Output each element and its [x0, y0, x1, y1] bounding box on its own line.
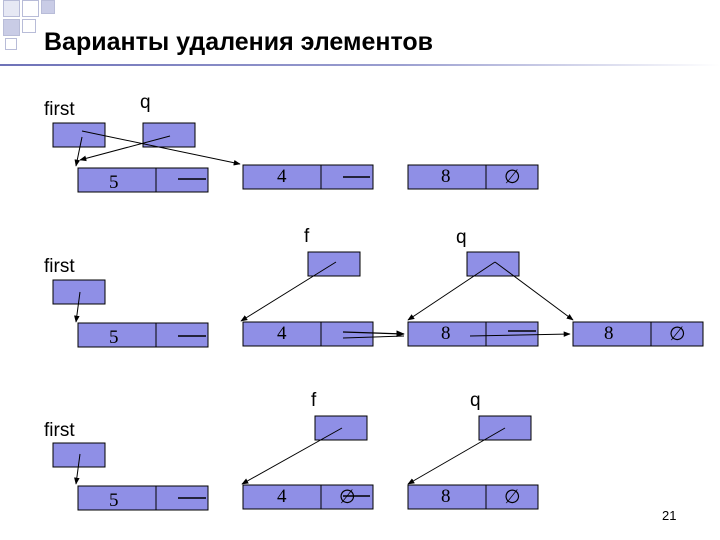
d2-node-8b	[572, 321, 704, 347]
d2-link-8a-8b	[469, 331, 571, 337]
decor-square-4	[3, 19, 20, 36]
d2-q-pointer-box	[466, 251, 520, 277]
decor-square-2	[22, 0, 39, 17]
d2-node-4-value: 4	[277, 323, 287, 344]
slide-title: Варианты удаления элементов	[44, 28, 434, 56]
d3-node-4-value: 4	[277, 486, 287, 507]
d1-first-to-node4-arrow	[81, 130, 241, 166]
diagram-1	[52, 122, 539, 193]
d3-q-label: q	[470, 390, 481, 411]
d3-first-arrow	[74, 453, 81, 485]
d2-node-8b-value: 8	[604, 323, 614, 344]
decor-square-1	[3, 0, 20, 17]
d1-first-label: first	[44, 99, 75, 120]
d1-q-arrow	[79, 135, 171, 162]
decor-square-5	[22, 19, 36, 33]
d3-node-8-value: 8	[441, 486, 451, 507]
d3-node-5-value: 5	[109, 490, 119, 511]
diagram-3	[52, 415, 539, 511]
d3-f-label: f	[311, 390, 317, 411]
d1-node-4-value: 4	[277, 166, 287, 187]
d3-q-arrow	[407, 427, 506, 485]
d2-null-symbol: ∅	[669, 324, 686, 345]
d2-f-label: f	[304, 226, 310, 247]
d2-f-pointer-box	[307, 251, 361, 277]
d2-first-label: first	[44, 256, 75, 277]
d2-f-arrow	[240, 261, 337, 322]
d1-node-5	[77, 167, 209, 193]
decor-square-6	[5, 38, 17, 50]
d2-link-4-8a-alt	[342, 335, 405, 339]
d3-null-symbol-node8: ∅	[504, 487, 521, 508]
d2-node-8a-value: 8	[441, 323, 451, 344]
d1-node-8	[407, 164, 539, 190]
d3-node-4	[242, 484, 374, 510]
d2-q-arrow-right	[494, 261, 574, 321]
d1-first-pointer-box	[52, 122, 106, 148]
d2-node-5	[77, 322, 209, 348]
d2-q-label: q	[456, 227, 467, 248]
diagram-2	[52, 251, 704, 348]
slide-number: 21	[662, 508, 677, 523]
d1-node-8-value: 8	[441, 166, 451, 187]
decor-square-3	[41, 0, 55, 14]
d2-node-4	[242, 321, 374, 347]
d2-q-arrow-left	[407, 261, 496, 321]
d3-null-symbol-node4: ∅	[339, 487, 356, 508]
d2-link-4-8a	[342, 330, 405, 338]
title-underline	[0, 64, 720, 66]
d2-node-5-value: 5	[109, 327, 119, 348]
d1-first-arrow	[74, 136, 83, 167]
d2-node-8a	[407, 321, 539, 347]
d1-node-5-value: 5	[109, 172, 119, 193]
d3-node-8	[407, 484, 539, 510]
d3-first-label: first	[44, 420, 75, 441]
d1-null-symbol: ∅	[504, 167, 521, 188]
d1-q-pointer-box	[142, 122, 196, 148]
d1-q-label: q	[140, 92, 151, 113]
d2-first-arrow	[74, 291, 81, 323]
d3-f-arrow	[241, 427, 343, 485]
